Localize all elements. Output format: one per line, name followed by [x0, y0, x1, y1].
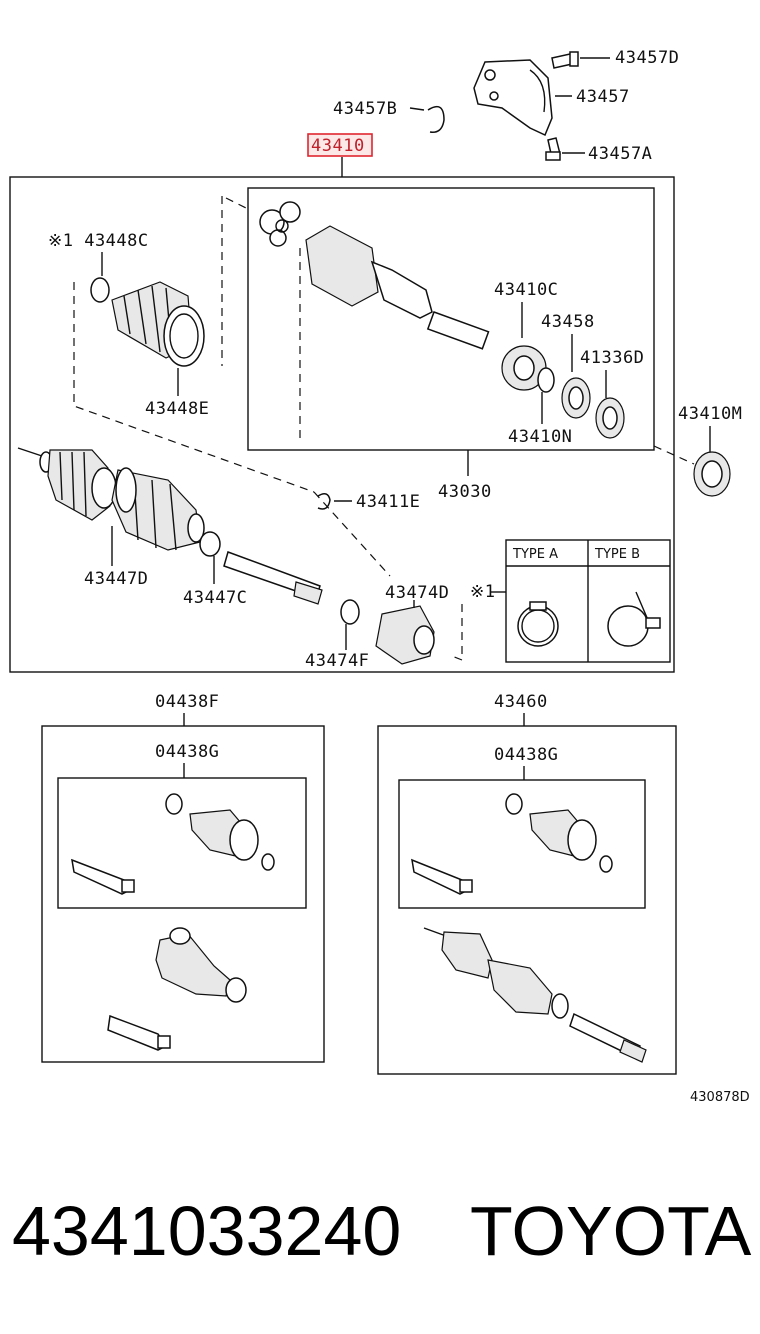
label-41336D: 41336D — [580, 348, 644, 368]
damper-43474D — [375, 605, 435, 665]
clamp-type-b — [607, 591, 661, 647]
brand-name: TOYOTA — [470, 1192, 752, 1270]
bracket-43457-drawing — [473, 51, 579, 161]
kit-04438G-left-contents — [71, 793, 275, 895]
clip-43411E — [317, 493, 331, 510]
label-43474D: 43474D — [385, 583, 449, 603]
kit-04438G-right-contents — [411, 793, 613, 895]
label-43457: 43457 — [576, 87, 630, 107]
part-number: 4341033240 — [12, 1192, 401, 1270]
driveshaft-assembly — [17, 447, 323, 605]
seal-43410M — [693, 451, 731, 497]
label-43410M: 43410M — [678, 404, 742, 424]
seal-41336D — [595, 397, 625, 439]
label-04438G-left: 04438G — [155, 742, 219, 762]
kit-43460-frame — [377, 725, 677, 1075]
kit-04438G-left-frame — [57, 777, 307, 909]
bearing-43410C — [501, 345, 547, 391]
kit-04438F-contents — [107, 927, 247, 1051]
label-43457B: 43457B — [333, 99, 397, 119]
label-43410N: 43410N — [508, 427, 572, 447]
label-43447D: 43447D — [84, 569, 148, 589]
label-04438F: 04438F — [155, 692, 219, 712]
tripod-joint — [259, 201, 301, 247]
highlight-box-43410 — [307, 133, 373, 157]
kit-43460-driveshaft — [423, 927, 647, 1063]
label-43410[interactable]: 43410 — [311, 136, 365, 156]
inboard-joint-frame — [247, 187, 655, 451]
label-type-a: TYPE A — [512, 547, 558, 562]
kit-04438G-right-frame — [398, 779, 646, 909]
label-43030: 43030 — [438, 482, 492, 502]
kit-04438F-frame — [41, 725, 325, 1063]
label-type-b: TYPE B — [594, 547, 640, 562]
label-43457A: 43457A — [588, 144, 652, 164]
snap-ring-43474F — [340, 599, 360, 625]
boot-43448E — [111, 281, 205, 367]
label-43457D: 43457D — [615, 48, 679, 68]
inboard-housing-43030 — [305, 225, 490, 350]
figure-code: 430878D — [690, 1090, 750, 1105]
label-note1: ※1 — [470, 582, 495, 602]
label-43410C: 43410C — [494, 280, 558, 300]
label-43448E: 43448E — [145, 399, 209, 419]
snap-ring-43457B — [427, 105, 445, 133]
label-43474F: 43474F — [305, 651, 369, 671]
label-43411E: 43411E — [356, 492, 420, 512]
label-43447C: 43447C — [183, 588, 247, 608]
bearing-43458 — [561, 377, 591, 419]
label-43448C: ※1 43448C — [48, 231, 149, 251]
label-43458: 43458 — [541, 312, 595, 332]
clamp-43448C — [90, 277, 110, 303]
snap-ring-43410N — [537, 367, 555, 393]
main-assembly-frame — [9, 176, 675, 673]
label-43460: 43460 — [494, 692, 548, 712]
label-04438G-right: 04438G — [494, 745, 558, 765]
clamp-type-a — [517, 601, 559, 647]
